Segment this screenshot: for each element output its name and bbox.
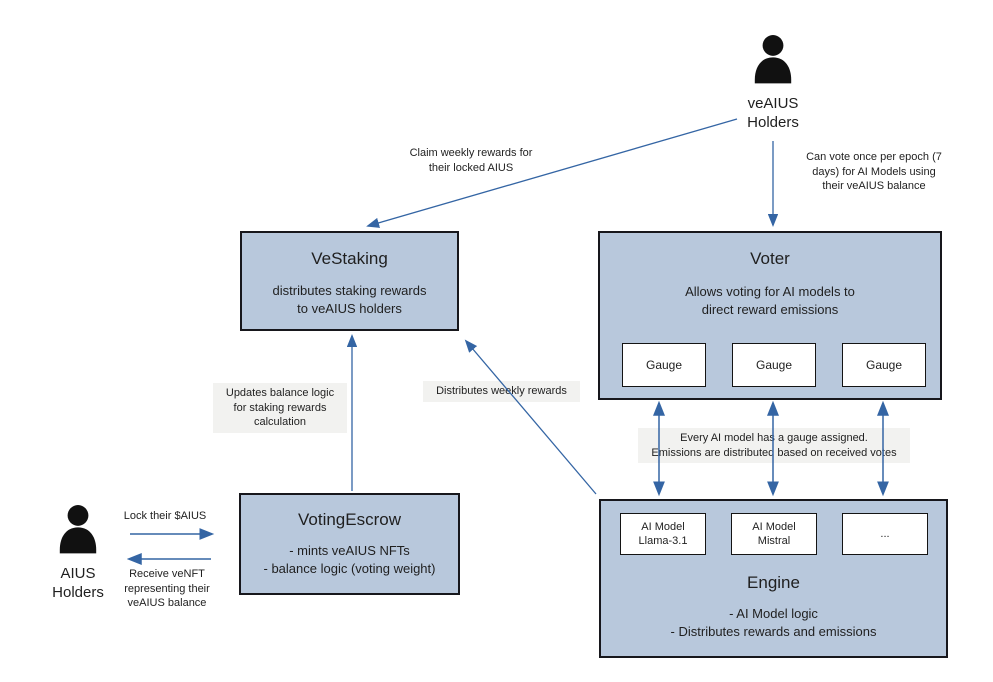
person-icon [55, 504, 101, 561]
gauge-box: Gauge [842, 343, 926, 387]
edge-label-vote-per-epoch: Can vote once per epoch (7 days) for AI … [806, 151, 942, 193]
voter-body: Allows voting for AI models to direct re… [685, 284, 855, 317]
person-icon [750, 34, 796, 91]
engine-title: Engine [747, 573, 800, 592]
edge-label-lock-aius: Lock their $AIUS [123, 510, 207, 522]
edge-label-claim-rewards: Claim weekly rewards for their locked AI… [409, 147, 533, 174]
ai-model-box: AI Model Mistral [731, 513, 817, 555]
engine-box: AI Model Llama-3.1 AI Model Mistral ... … [599, 499, 948, 658]
engine-body: - AI Model logic - Distributes rewards a… [670, 606, 877, 639]
actor-label-veaius-holders: veAIUS Holders [747, 95, 799, 131]
edge-label-updates-balance: Updates balance logic for staking reward… [213, 383, 347, 433]
actor-aius-holders: AIUS Holders [28, 504, 128, 603]
vestaking-title: VeStaking [311, 249, 388, 268]
ai-model-box: ... [842, 513, 928, 555]
arrow-distributes-weekly [464, 339, 597, 495]
edge-label-distributes-weekly: Distributes weekly rewards [423, 381, 580, 402]
votingescrow-title: VotingEscrow [298, 510, 401, 529]
edge-label-gauge-note: Every AI model has a gauge assigned. Emi… [638, 428, 910, 464]
votingescrow-body: - mints veAIUS NFTs - balance logic (vot… [263, 543, 436, 576]
votingescrow-box: VotingEscrow - mints veAIUS NFTs - balan… [239, 493, 460, 595]
voter-title: Voter [750, 249, 790, 268]
voter-box: Voter Allows voting for AI models to dir… [598, 231, 942, 400]
ai-model-box: AI Model Llama-3.1 [620, 513, 706, 555]
vestaking-box: VeStaking distributes staking rewards to… [240, 231, 459, 331]
vestaking-body: distributes staking rewards to veAIUS ho… [272, 283, 427, 316]
actor-label-aius-holders: AIUS Holders [52, 565, 104, 601]
gauge-box: Gauge [622, 343, 706, 387]
gauge-box: Gauge [732, 343, 816, 387]
actor-veaius-holders: veAIUS Holders [723, 34, 823, 133]
edge-label-receive-venft: Receive veNFT representing their veAIUS … [124, 568, 210, 610]
